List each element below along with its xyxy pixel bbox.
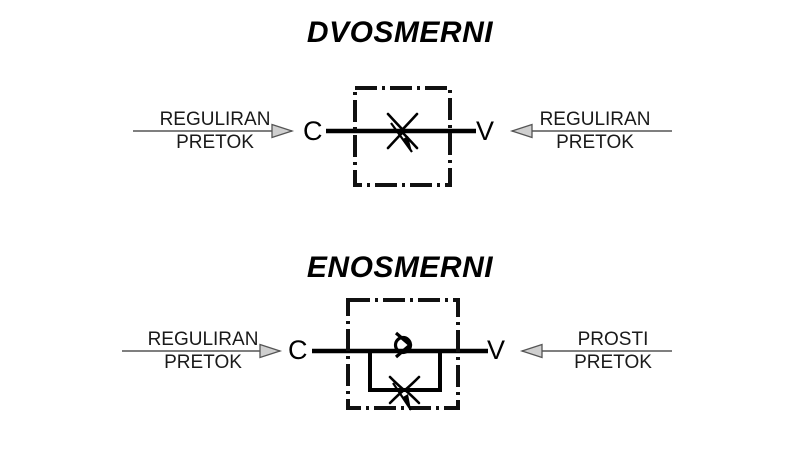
flow-arrow-right-bottom xyxy=(519,343,672,359)
flow-label-line1: PROSTI xyxy=(577,329,649,350)
flow-label-line2: PRETOK xyxy=(164,352,242,373)
flow-label-bottom-left: REGULIRAN PRETOK xyxy=(118,328,288,374)
port-letter-c-top: C xyxy=(303,116,323,146)
flow-label-top-right: REGULIRAN PRETOK xyxy=(510,108,680,154)
flow-arrow-left-top xyxy=(133,123,295,139)
diagram-title-enosmerni: ENOSMERNI xyxy=(306,251,494,284)
check-valve-symbol xyxy=(393,331,413,359)
bypass-loop-bottom xyxy=(368,351,442,392)
throttle-adjust-arrow-top xyxy=(390,122,413,153)
throttle-adjust-arrow-bottom xyxy=(392,382,412,411)
port-letter-v-bottom: V xyxy=(487,335,506,365)
port-letter-c-bottom: C xyxy=(288,335,308,365)
diagram-title-dvosmerni: DVOSMERNI xyxy=(306,16,494,49)
flow-label-line1: REGULIRAN xyxy=(539,109,651,130)
flow-label-top-left: REGULIRAN PRETOK xyxy=(130,108,300,154)
port-letter-v-top: V xyxy=(476,116,495,146)
flow-label-bottom-right: PROSTI PRETOK xyxy=(528,328,698,374)
flow-label-line1: REGULIRAN xyxy=(147,329,259,350)
flow-label-line2: PRETOK xyxy=(176,132,254,153)
flow-arrow-right-top xyxy=(509,123,672,139)
valve-enclosure-box-top xyxy=(353,86,452,187)
valve-enclosure-box-bottom xyxy=(346,298,460,410)
flow-arrow-left-bottom xyxy=(122,343,283,359)
flow-label-line2: PRETOK xyxy=(574,352,652,373)
flow-label-line1: REGULIRAN xyxy=(159,109,271,130)
flow-label-line2: PRETOK xyxy=(556,132,634,153)
diagram-enosmerni xyxy=(122,298,672,411)
diagram-dvosmerni xyxy=(133,86,672,187)
throttle-symbol-bottom xyxy=(388,375,421,405)
